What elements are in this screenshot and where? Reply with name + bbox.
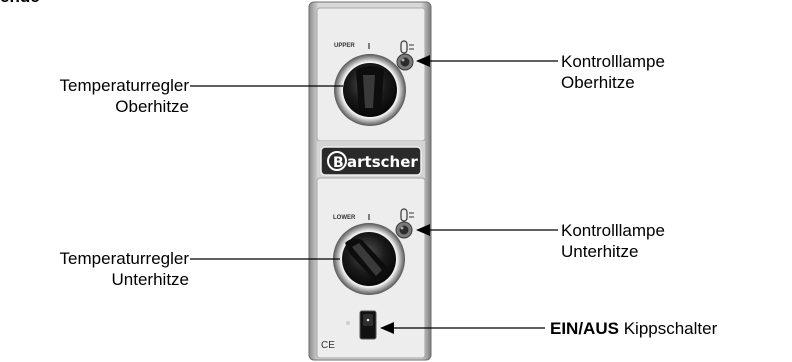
upper-temperature-knob (334, 54, 406, 126)
upper-control-lamp (396, 53, 414, 71)
callout-upper-lamp: Kontrolllampe Oberhitze (561, 51, 665, 93)
heading-fragment: ende (0, 0, 40, 7)
lower-thermometer-icon (400, 208, 414, 222)
callout-switch-rest: Kippschalter (623, 319, 718, 338)
ce-mark: CE (321, 340, 335, 351)
brand-name: artscher (347, 153, 418, 171)
callout-lower-lamp-line1: Kontrolllampe (561, 221, 665, 240)
svg-text:B: B (333, 155, 344, 171)
leader-switch (380, 322, 545, 334)
callout-switch: EIN/AUS Kippschalter (550, 318, 717, 339)
callout-upper-regulator-line2: Oberhitze (115, 97, 189, 116)
upper-dial-label: UPPER (334, 43, 355, 49)
lower-temperature-knob (333, 223, 405, 295)
callout-switch-bold: EIN/AUS (550, 319, 619, 338)
callout-lower-lamp-line2: Unterhitze (561, 242, 639, 261)
callout-upper-regulator-line1: Temperaturregler (59, 76, 189, 95)
upper-thermometer-icon (400, 40, 414, 54)
rocker-switch (359, 310, 377, 340)
leader-upper-lamp (416, 55, 558, 67)
callout-lower-regulator: Temperaturregler Unterhitze (6, 248, 189, 290)
leader-lower-lamp (416, 224, 558, 236)
lower-dial-label: LOWER (333, 215, 356, 221)
bartscher-logo: B artscher (320, 146, 422, 176)
power-indicator-dot (346, 321, 350, 325)
callout-lower-regulator-line1: Temperaturregler (59, 249, 189, 268)
callout-lower-lamp: Kontrolllampe Unterhitze (561, 220, 665, 262)
callout-upper-regulator: Temperaturregler Oberhitze (6, 75, 189, 117)
callout-upper-lamp-line2: Oberhitze (561, 73, 635, 92)
callout-upper-lamp-line1: Kontrolllampe (561, 52, 665, 71)
lower-control-lamp (395, 221, 413, 239)
callout-lower-regulator-line2: Unterhitze (111, 270, 189, 289)
